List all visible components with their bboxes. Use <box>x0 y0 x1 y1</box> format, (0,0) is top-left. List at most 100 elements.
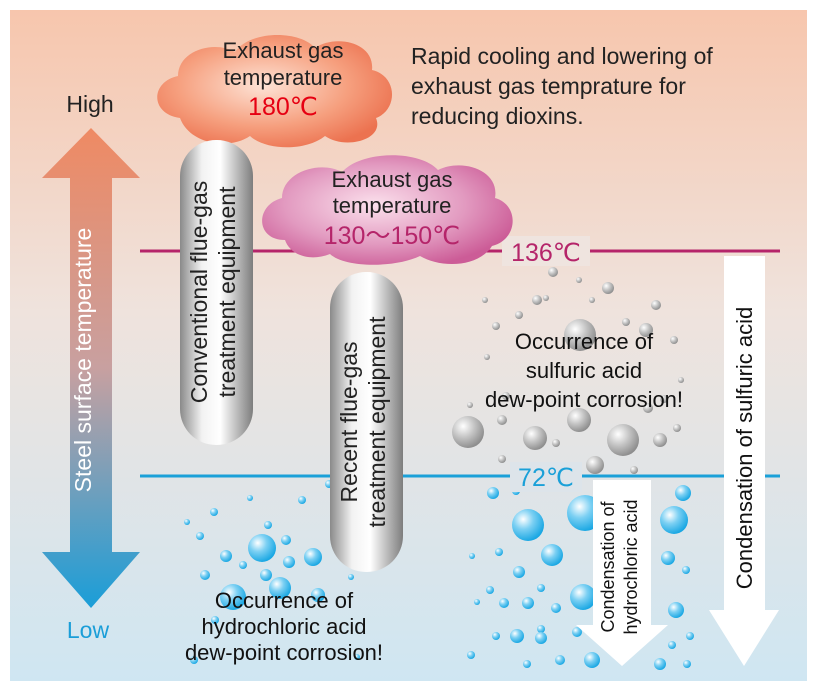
gray-droplet-19 <box>586 456 604 474</box>
blue-droplet-50 <box>668 641 676 649</box>
gray-droplet-10 <box>532 295 542 305</box>
note-line1: Rapid cooling and lowering of <box>411 43 713 69</box>
blue-droplet-40 <box>584 652 600 668</box>
blue-droplet-8 <box>283 556 295 568</box>
cloud-180-value: 180℃ <box>248 93 318 121</box>
blue-droplet-37 <box>510 629 524 643</box>
gray-droplet-12 <box>670 336 678 344</box>
blue-droplet-56 <box>467 651 475 659</box>
blue-droplet-52 <box>683 660 691 668</box>
cloud-180-line2: temperature <box>224 65 343 90</box>
exhaust-gas-180-cloud <box>157 34 393 148</box>
gray-droplet-31 <box>673 424 681 432</box>
sulfuric-corrosion-line1: Occurrence of <box>515 329 654 354</box>
blue-droplet-46 <box>661 551 675 565</box>
hydrochloric-corrosion-line1: Occurrence of <box>215 588 354 613</box>
gray-droplet-18 <box>607 424 639 456</box>
blue-droplet-28 <box>495 548 503 556</box>
hydrochloric-dewpoint-label: 72℃ <box>518 464 574 492</box>
gray-droplet-17 <box>567 408 591 432</box>
sulfuric-condensation-label: Condensation of sulfuric acid <box>732 307 757 590</box>
blue-droplet-53 <box>469 553 475 559</box>
blue-droplet-38 <box>535 632 547 644</box>
blue-droplet-3 <box>220 550 232 562</box>
gray-droplet-7 <box>515 311 523 319</box>
gray-droplet-22 <box>502 392 510 400</box>
background-panel <box>10 10 807 681</box>
blue-droplet-31 <box>499 598 509 608</box>
blue-droplet-33 <box>551 603 561 613</box>
gray-droplet-20 <box>653 433 667 447</box>
blue-droplet-15 <box>348 574 354 580</box>
blue-droplet-22 <box>190 656 198 664</box>
blue-droplet-29 <box>513 566 525 578</box>
blue-droplet-43 <box>486 586 494 594</box>
blue-droplet-47 <box>682 566 690 574</box>
blue-droplet-19 <box>264 521 272 529</box>
exhaust-gas-130-150-cloud <box>262 155 513 265</box>
blue-droplet-11 <box>304 548 322 566</box>
blue-droplet-49 <box>686 632 694 640</box>
blue-droplet-21 <box>247 495 253 501</box>
gray-droplet-30 <box>630 466 638 474</box>
blue-droplet-6 <box>248 534 276 562</box>
blue-droplet-30 <box>537 584 545 592</box>
recent-equipment-line1: Recent flue-gas <box>336 341 362 502</box>
hydrochloric-condensation-line2: hydrochloric acid <box>621 499 641 634</box>
gray-droplet-2 <box>602 282 614 294</box>
blue-droplet-51 <box>654 658 666 670</box>
blue-droplet-42 <box>523 660 531 668</box>
blue-droplet-48 <box>668 602 684 618</box>
blue-droplet-5 <box>220 584 246 610</box>
temperature-axis-arrow <box>42 128 140 608</box>
blue-droplet-1 <box>196 532 204 540</box>
blue-droplet-45 <box>675 485 691 501</box>
blue-droplet-4 <box>239 561 247 569</box>
sulfuric-dewpoint-label: 136℃ <box>511 239 581 267</box>
axis-high-label: High <box>66 91 113 117</box>
blue-droplet-41 <box>555 655 565 665</box>
blue-droplet-23 <box>354 654 360 660</box>
gray-droplet-15 <box>452 416 484 448</box>
blue-droplet-34 <box>570 584 596 610</box>
hydrochloric-condensation-line1: Condensation of <box>598 500 618 632</box>
blue-droplet-0 <box>184 519 190 525</box>
gray-droplet-28 <box>467 402 473 408</box>
blue-droplet-9 <box>260 569 272 581</box>
cloud-180-line1: Exhaust gas <box>222 38 343 63</box>
blue-droplet-32 <box>522 597 534 609</box>
gray-droplet-8 <box>543 295 549 301</box>
gray-droplet-4 <box>651 300 661 310</box>
blue-droplet-18 <box>298 496 306 504</box>
gray-droplet-1 <box>548 267 558 277</box>
gray-droplet-32 <box>498 455 506 463</box>
blue-droplet-14 <box>311 588 325 602</box>
blue-droplet-2 <box>210 508 218 516</box>
gray-droplet-13 <box>482 297 488 303</box>
axis-low-label: Low <box>67 617 110 643</box>
recent-equipment-pill <box>330 272 403 572</box>
gray-droplet-6 <box>492 322 500 330</box>
blue-droplet-44 <box>660 506 688 534</box>
cloud-130-line2: temperature <box>333 193 452 218</box>
gray-droplet-16 <box>523 426 547 450</box>
gray-droplet-27 <box>678 377 684 383</box>
gray-droplet-25 <box>660 395 668 403</box>
blue-droplet-16 <box>211 616 219 624</box>
gray-droplet-9 <box>564 319 596 351</box>
hydrochloric-corrosion-line3: dew-point corrosion! <box>185 640 383 665</box>
conventional-equipment-line2: treatment equipment <box>214 186 240 398</box>
sulfuric-droplets <box>452 258 684 474</box>
conventional-equipment-line1: Conventional flue-gas <box>186 181 212 403</box>
sulfuric-corrosion-line3: dew-point corrosion! <box>485 387 683 412</box>
hydrochloric-droplets <box>184 480 694 670</box>
blue-droplet-7 <box>281 535 291 545</box>
gray-droplet-5 <box>622 318 630 326</box>
gray-droplet-24 <box>484 354 490 360</box>
sulfuric-condensation-arrow <box>709 256 779 666</box>
blue-droplet-24 <box>487 487 499 499</box>
gray-droplet-21 <box>497 415 507 425</box>
blue-droplet-35 <box>537 625 545 633</box>
